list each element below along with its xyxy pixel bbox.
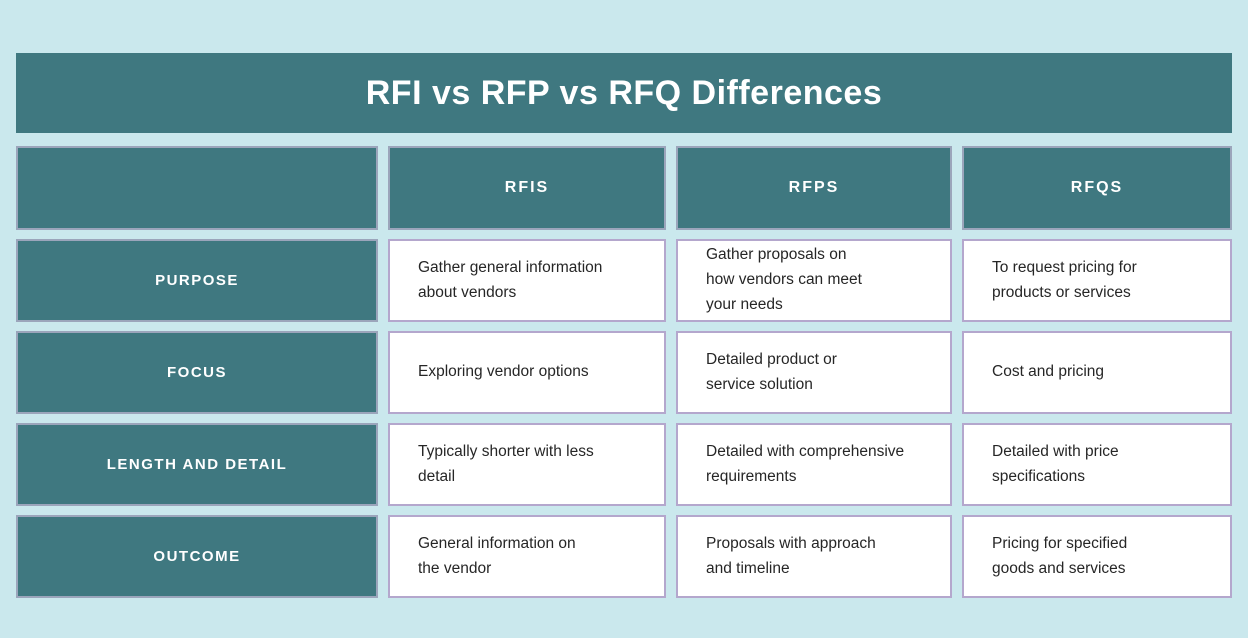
cell-length-rfis: Typically shorter with less detail <box>388 423 666 506</box>
cell-text: Detailed with comprehensive requirements <box>706 442 905 485</box>
cell-outcome-rfqs: Pricing for specified goods and services <box>962 515 1232 598</box>
column-header-rfps: RFPS <box>676 146 952 230</box>
column-header-label: RFQS <box>1070 179 1124 196</box>
cell-focus-rfis: Exploring vendor options <box>388 331 666 414</box>
cell-text: Exploring vendor options <box>418 363 589 381</box>
cell-text: Pricing for specified goods and services <box>992 534 1128 577</box>
cell-purpose-rfqs: To request pricing for products or servi… <box>962 239 1232 322</box>
cell-length-rfqs: Detailed with price specifications <box>962 423 1232 506</box>
cell-text: Typically shorter with less detail <box>418 442 594 485</box>
cell-purpose-rfis: Gather general information about vendors <box>388 239 666 322</box>
cell-focus-rfqs: Cost and pricing <box>962 331 1232 414</box>
row-label-focus: FOCUS <box>16 331 378 414</box>
cell-focus-rfps: Detailed product or service solution <box>676 331 952 414</box>
corner-header-cell <box>16 146 378 230</box>
row-label-outcome: OUTCOME <box>16 515 378 598</box>
column-header-rfis: RFIS <box>388 146 666 230</box>
cell-text: Gather general information about vendors <box>418 258 603 301</box>
cell-text: Proposals with approach and timeline <box>706 534 876 577</box>
cell-outcome-rfps: Proposals with approach and timeline <box>676 515 952 598</box>
cell-outcome-rfis: General information on the vendor <box>388 515 666 598</box>
row-label-purpose: PURPOSE <box>16 239 378 322</box>
cell-text: Cost and pricing <box>992 363 1105 381</box>
row-label-text: OUTCOME <box>153 548 241 565</box>
row-label-text: PURPOSE <box>155 272 239 289</box>
cell-text: To request pricing for products or servi… <box>992 258 1137 301</box>
cell-text: Detailed with price specifications <box>992 442 1119 485</box>
column-header-label: RFIS <box>504 179 550 196</box>
row-label-text: LENGTH AND DETAIL <box>106 456 288 473</box>
page-title: RFI vs RFP vs RFQ Differences <box>365 73 883 112</box>
title-banner: RFI vs RFP vs RFQ Differences <box>16 53 1232 133</box>
cell-purpose-rfps: Gather proposals on how vendors can meet… <box>676 239 952 322</box>
cell-text: Gather proposals on how vendors can meet… <box>706 246 862 313</box>
column-header-rfqs: RFQS <box>962 146 1232 230</box>
comparison-table: RFIS RFPS RFQS PURPOSE Gather general in… <box>16 146 1232 598</box>
column-header-label: RFPS <box>788 179 840 196</box>
cell-length-rfps: Detailed with comprehensive requirements <box>676 423 952 506</box>
cell-text: General information on the vendor <box>418 534 576 577</box>
row-label-text: FOCUS <box>167 364 227 381</box>
row-label-length-and-detail: LENGTH AND DETAIL <box>16 423 378 506</box>
cell-text: Detailed product or service solution <box>706 350 837 393</box>
